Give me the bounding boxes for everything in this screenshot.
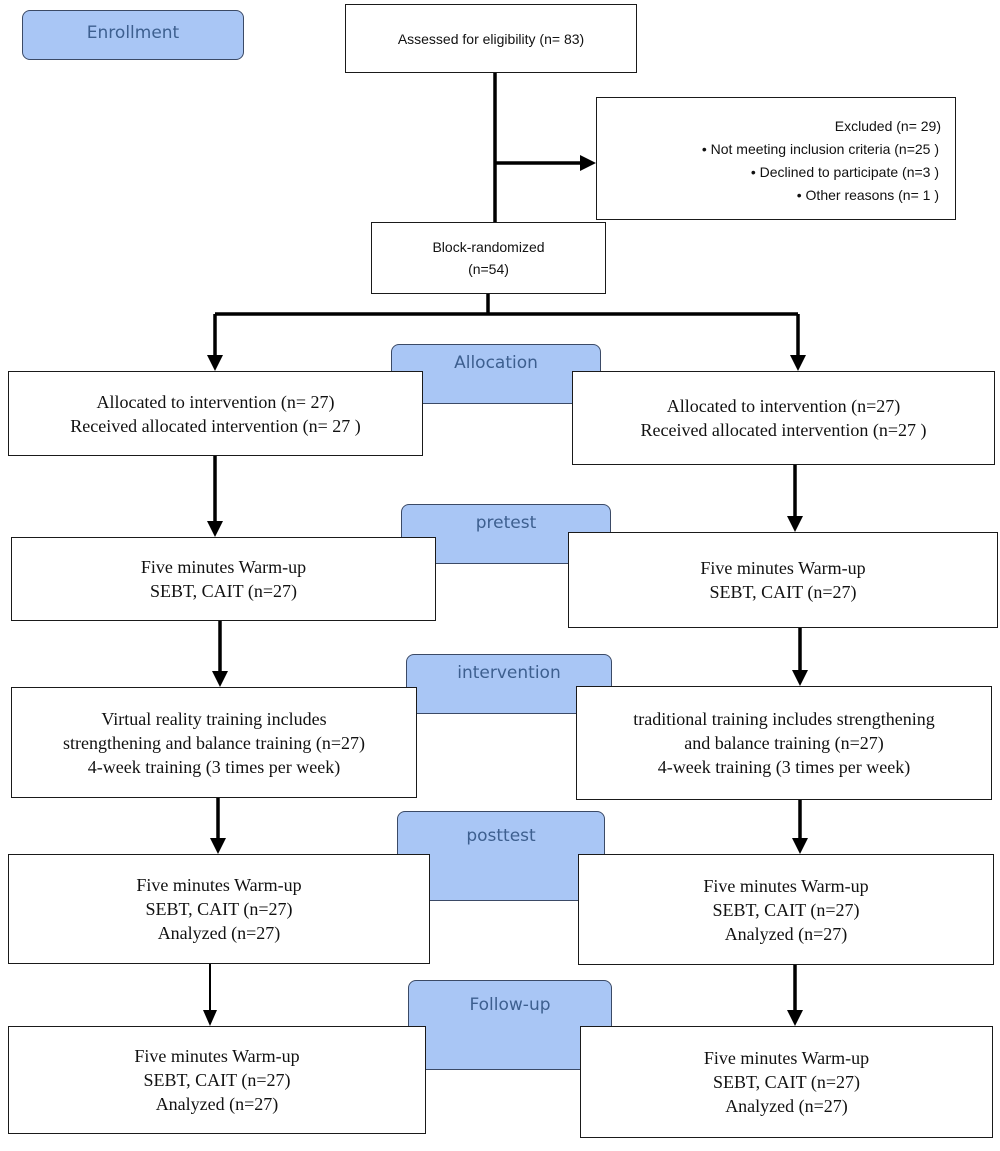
stage-allocation-label: Allocation	[454, 353, 538, 373]
stage-posttest-label: posttest	[466, 826, 536, 846]
left-followup-line-3: Analyzed (n=27)	[155, 1094, 279, 1114]
stage-intervention-label: intervention	[457, 663, 561, 683]
arrow-right-posttest	[792, 838, 808, 854]
right-followup-line-3: Analyzed (n=27)	[725, 1096, 848, 1116]
left-pretest-line-2: SEBT, CAIT (n=27)	[150, 581, 297, 601]
arrow-right-pretest	[787, 516, 803, 532]
right-intervention-box: traditional training includes strengthen…	[576, 686, 992, 800]
left-intervention-box: Virtual reality training includes streng…	[11, 687, 417, 798]
left-intervention-line-1: Virtual reality training includes	[101, 708, 327, 729]
right-intervention-line-2: and balance training (n=27)	[684, 733, 884, 753]
excluded-reason-3-text: Other reasons (n= 1 )	[805, 187, 939, 203]
stage-followup: Follow-up	[408, 980, 612, 1070]
right-followup-box: Five minutes Warm-up SEBT, CAIT (n=27) A…	[580, 1026, 993, 1138]
right-allocation-line-1: Allocated to intervention (n=27)	[666, 396, 901, 416]
bullet-icon: •	[750, 164, 760, 180]
excluded-title: Excluded (n= 29)	[834, 118, 941, 134]
right-posttest-box: Five minutes Warm-up SEBT, CAIT (n=27) A…	[578, 854, 994, 965]
arrow-left-followup	[203, 1010, 217, 1026]
left-pretest-line-1: Five minutes Warm-up	[140, 557, 307, 577]
stage-posttest: posttest	[397, 811, 605, 901]
arrow-right-intervention	[792, 670, 808, 686]
left-followup-line-1: Five minutes Warm-up	[134, 1046, 300, 1066]
assessed-eligibility-box: Assessed for eligibility (n= 83)	[345, 4, 637, 73]
randomized-line-2: (n=54)	[468, 261, 509, 277]
arrow-left-posttest	[210, 838, 226, 854]
excluded-reason-1: • Not meeting inclusion criteria (n=25 )	[702, 141, 939, 157]
right-posttest-line-2: SEBT, CAIT (n=27)	[712, 899, 860, 920]
right-pretest-line-2: SEBT, CAIT (n=27)	[709, 582, 857, 602]
arrow-right-followup	[787, 1010, 803, 1026]
right-pretest-box: Five minutes Warm-up SEBT, CAIT (n=27)	[568, 532, 998, 628]
right-allocation-line-2: Received allocated intervention (n=27 )	[640, 420, 927, 440]
arrow-left-pretest	[207, 521, 223, 537]
stage-enrollment: Enrollment	[22, 10, 244, 60]
right-intervention-line-3: 4-week training (3 times per week)	[657, 757, 911, 777]
bullet-icon: •	[701, 141, 711, 157]
randomized-box: Block-randomized (n=54)	[371, 222, 606, 294]
excluded-reason-3: • Other reasons (n= 1 )	[797, 187, 939, 203]
stage-pretest-label: pretest	[475, 513, 537, 533]
left-followup-line-2: SEBT, CAIT (n=27)	[143, 1070, 291, 1090]
right-allocation-box: Allocated to intervention (n=27) Receive…	[572, 371, 995, 465]
right-posttest-line-1: Five minutes Warm-up	[703, 875, 869, 896]
left-posttest-box: Five minutes Warm-up SEBT, CAIT (n=27) A…	[8, 854, 430, 964]
stage-enrollment-label: Enrollment	[86, 23, 180, 43]
right-followup-line-2: SEBT, CAIT (n=27)	[713, 1072, 860, 1092]
left-allocation-line-2: Received allocated intervention (n= 27 )	[70, 415, 361, 436]
right-intervention-line-1: traditional training includes strengthen…	[633, 709, 935, 729]
right-followup-line-1: Five minutes Warm-up	[703, 1048, 870, 1068]
excluded-box: Excluded (n= 29) • Not meeting inclusion…	[596, 97, 956, 220]
left-intervention-line-2: strengthening and balance training (n=27…	[62, 732, 366, 753]
left-posttest-line-1: Five minutes Warm-up	[136, 875, 302, 895]
left-posttest-line-3: Analyzed (n=27)	[157, 923, 281, 943]
arrow-right-allocation	[790, 355, 806, 371]
excluded-reason-1-text: Not meeting inclusion criteria (n=25 )	[710, 141, 939, 157]
assessed-eligibility-text: Assessed for eligibility (n= 83)	[397, 30, 585, 47]
right-pretest-line-1: Five minutes Warm-up	[700, 558, 866, 578]
left-followup-box: Five minutes Warm-up SEBT, CAIT (n=27) A…	[8, 1026, 426, 1134]
arrow-to-excluded	[580, 155, 596, 171]
left-allocation-line-1: Allocated to intervention (n= 27)	[96, 391, 335, 412]
left-allocation-box: Allocated to intervention (n= 27) Receiv…	[8, 371, 423, 456]
randomized-line-1: Block-randomized	[432, 239, 545, 255]
arrow-left-intervention	[212, 671, 228, 687]
left-posttest-line-2: SEBT, CAIT (n=27)	[145, 899, 293, 919]
left-pretest-box: Five minutes Warm-up SEBT, CAIT (n=27)	[11, 537, 436, 621]
stage-followup-label: Follow-up	[469, 995, 551, 1015]
excluded-reason-2-text: Declined to participate (n=3 )	[759, 164, 939, 180]
right-posttest-line-3: Analyzed (n=27)	[724, 923, 848, 944]
excluded-reason-2: • Declined to participate (n=3 )	[751, 164, 939, 180]
arrow-left-allocation	[207, 355, 223, 371]
left-intervention-line-3: 4-week training (3 times per week)	[87, 756, 341, 777]
bullet-icon: •	[796, 187, 806, 203]
